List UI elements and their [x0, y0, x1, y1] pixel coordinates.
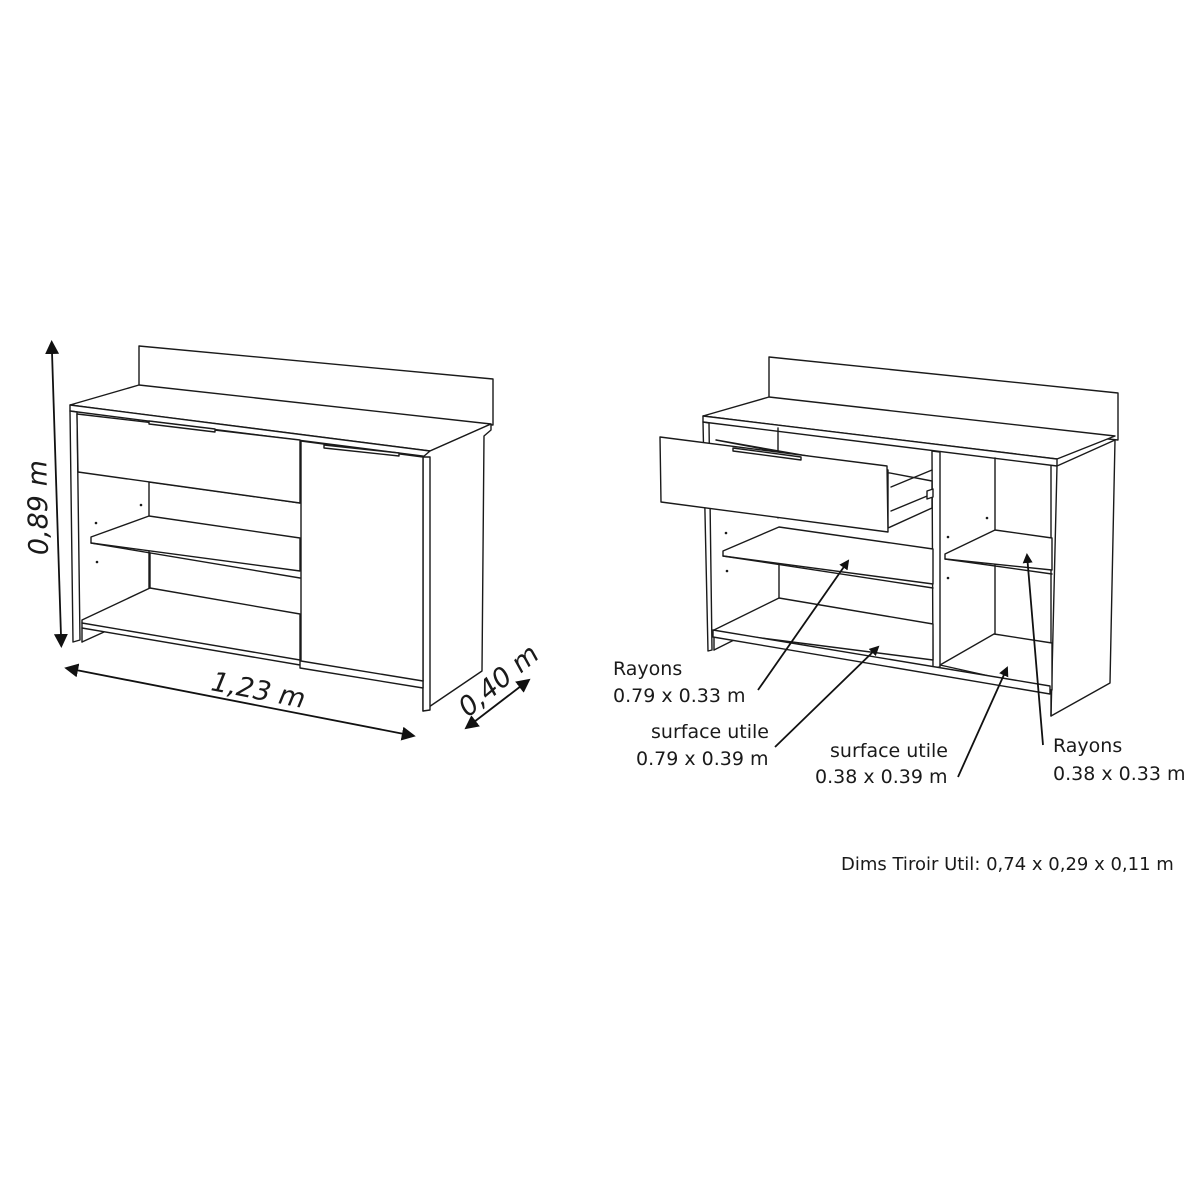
center-divider	[931, 450, 941, 669]
callout-arrow-2	[774, 645, 880, 748]
callout-arrow-3	[957, 666, 1009, 778]
drawer-handle	[732, 447, 802, 461]
svg-text:0.79 x 0.39 m: 0.79 x 0.39 m	[636, 748, 768, 770]
backsplash-panel	[768, 356, 1119, 441]
left-shelf	[722, 526, 934, 585]
right-side-panel	[1050, 439, 1116, 717]
open-sideboard-view: Rayons 0.79 x 0.33 m surface utile 0.79 …	[613, 356, 1185, 788]
door-handle	[323, 444, 400, 457]
callout-shelf-right: Rayons 0.38 x 0.33 m	[1053, 735, 1185, 785]
backsplash-panel	[138, 345, 494, 426]
callout-arrow-4	[1022, 553, 1044, 746]
callout-shelf-left: Rayons 0.79 x 0.33 m	[613, 658, 745, 707]
svg-text:0.79 x 0.33 m: 0.79 x 0.33 m	[613, 685, 745, 707]
callout-arrow-1	[757, 559, 850, 691]
door-panel	[300, 440, 424, 682]
svg-text:Rayons: Rayons	[1053, 735, 1122, 757]
drawer-front	[76, 413, 301, 504]
bottom-shelf	[81, 587, 301, 661]
plinth	[712, 629, 1051, 695]
svg-text:surface utile: surface utile	[830, 740, 948, 762]
callout-surface-right: surface utile 0.38 x 0.39 m	[815, 740, 948, 788]
width-label: 1,23 m	[209, 666, 308, 715]
width-dimension-arrow	[64, 663, 416, 741]
right-side-panel	[422, 423, 492, 712]
callout-surface-left: surface utile 0.79 x 0.39 m	[636, 721, 769, 770]
right-shelf	[944, 529, 1053, 571]
depth-dimension-arrow	[464, 678, 531, 730]
svg-text:Rayons: Rayons	[613, 658, 682, 680]
drawer-handle	[148, 420, 216, 433]
svg-text:surface utile: surface utile	[651, 721, 769, 743]
svg-text:0.38 x 0.39 m: 0.38 x 0.39 m	[815, 766, 947, 788]
height-dimension-arrow	[45, 340, 68, 648]
drawer-dimensions-note: Dims Tiroir Util: 0,74 x 0,29 x 0,11 m	[841, 854, 1174, 875]
height-label: 0,89 m	[22, 460, 55, 556]
drawer-runner	[926, 488, 934, 500]
middle-shelf	[90, 515, 301, 572]
svg-text:0.38 x 0.33 m: 0.38 x 0.33 m	[1053, 763, 1185, 785]
drawer-front-open	[659, 436, 889, 533]
closed-sideboard-view: 0,89 m 1,23 m 0,40 m	[22, 340, 545, 741]
